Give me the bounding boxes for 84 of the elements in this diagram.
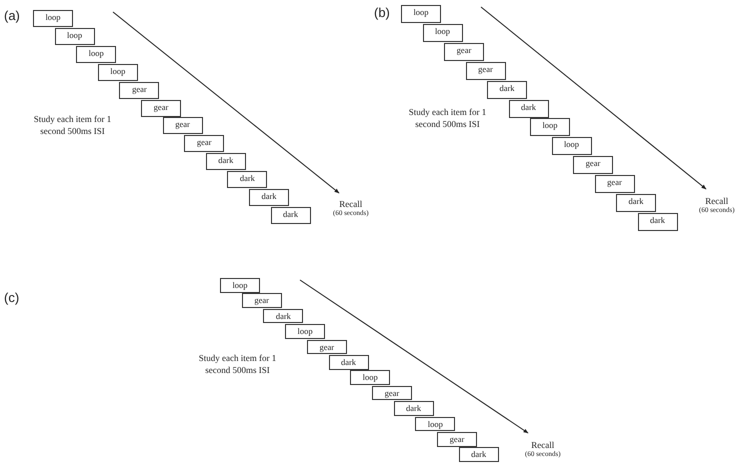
panel-label: (b) [374,5,390,20]
stimulus-card [141,100,181,116]
stimulus-card [616,194,656,212]
stimulus-word: loop [428,420,443,429]
stimulus-word: loop [110,66,126,76]
panel-label: (a) [4,8,20,23]
stimulus-card [184,135,224,152]
stimulus-card [54,28,95,45]
stimulus-word: dark [650,216,666,225]
stimulus-word: loop [434,26,450,36]
stimulus-card [422,24,462,42]
stimulus-word: loop [298,327,313,336]
recall-label: Recall [338,199,364,209]
recall-label: Recall [530,440,556,450]
stimulus-card [508,100,548,118]
stimulus-word: gear [254,296,269,306]
arrow [300,280,528,434]
stimulus-word: gear [175,120,190,130]
stimulus-word: loop [232,281,248,290]
arrow [480,6,706,190]
stimulus-card [638,212,678,231]
stimulus-word: dark [240,174,255,184]
stimulus-card [263,308,304,324]
stimulus-word: dark [471,450,486,460]
stimulus-card [372,386,412,400]
stimulus-word: dark [261,192,277,201]
stimulus-word: loop [67,30,82,40]
instruction-text: Study each item for 1 second 500ms ISI [198,352,278,376]
stimulus-word: dark [520,102,536,112]
stimulus-word: dark [276,312,291,321]
stimulus-word: gear [154,102,168,112]
stimulus-card [119,82,160,99]
instruction-text: Study each item for 1 second 500ms ISI [408,106,488,130]
stimulus-word: gear [586,159,600,168]
stimulus-word: loop [542,121,558,130]
stimulus-card [530,118,570,136]
stimulus-word: dark [218,156,234,166]
recall-label: Recall [704,196,730,206]
instruction-text: Study each item for 1 second 500ms ISI [32,113,112,137]
stimulus-card [401,5,441,23]
stimulus-word: loop [88,48,104,58]
stimulus-card [206,153,246,170]
stimulus-card [466,62,506,80]
stimulus-card [573,156,613,174]
stimulus-card [328,355,368,370]
stimulus-card [242,293,282,308]
stimulus-word: gear [319,342,334,352]
stimulus-card [458,447,499,462]
stimulus-card [270,206,311,224]
stimulus-card [220,278,260,292]
stimulus-card [227,171,268,188]
panel-label: (c) [4,290,20,305]
stimulus-word: loop [362,373,378,382]
stimulus-word: gear [132,84,147,94]
stimulus-word: gear [456,46,472,55]
stimulus-card [394,401,434,416]
stimulus-card [306,340,347,354]
stimulus-card [487,80,527,99]
stimulus-card [33,10,73,27]
stimulus-word: gear [450,435,464,444]
stimulus-word: gear [196,138,212,148]
stimulus-card [76,46,116,63]
stimulus-card [285,324,326,339]
arrow [112,12,340,194]
stimulus-card [594,175,634,194]
stimulus-card [350,370,390,385]
stimulus-word: loop [413,8,429,17]
stimulus-card [98,64,138,81]
stimulus-word: dark [283,210,298,219]
stimulus-card [162,117,203,134]
stimulus-word: dark [628,197,644,206]
stimulus-word: dark [406,404,422,414]
stimulus-card [415,416,456,432]
stimulus-card [249,189,289,206]
stimulus-word: dark [340,358,356,367]
stimulus-word: dark [499,84,515,93]
stimulus-word: gear [478,64,493,74]
stimulus-word: loop [564,140,580,150]
stimulus-card [437,432,477,446]
stimulus-word: gear [384,388,400,398]
stimulus-word: loop [45,13,61,22]
stimulus-card [444,42,484,61]
stimulus-word: gear [607,178,622,188]
stimulus-card [552,137,592,156]
